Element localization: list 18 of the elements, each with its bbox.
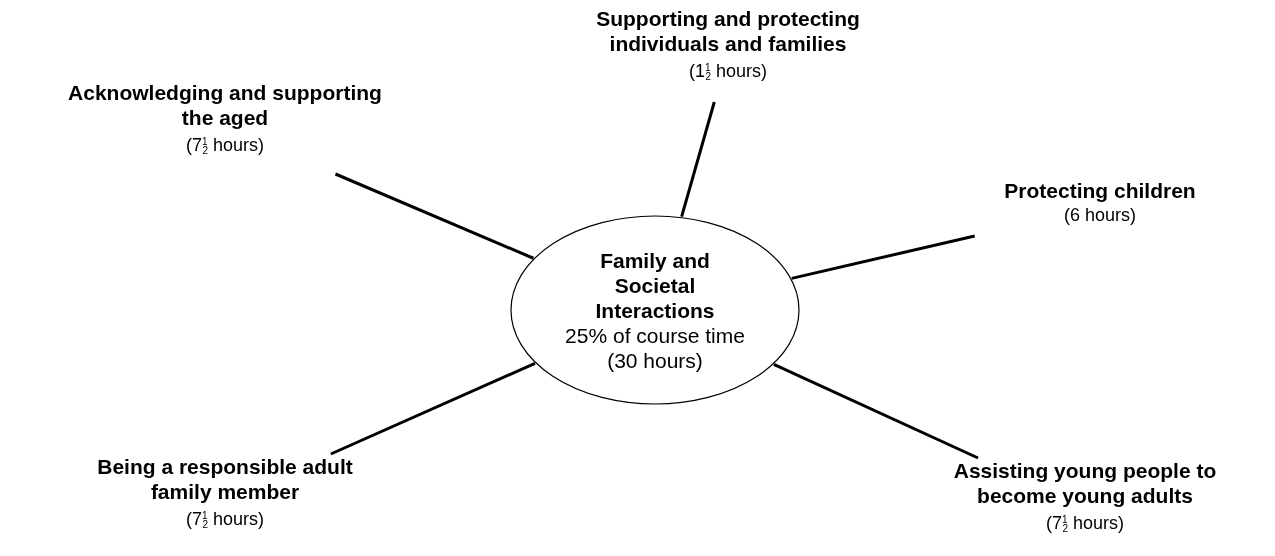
time-allocation: (7$^{1}$$_{2}$ hours) [1045, 512, 1125, 536]
connector-line [334, 172, 534, 260]
topic-title: Family and Societal Interactions [594, 247, 716, 323]
time-allocation: (7$^{1}$$_{2}$ hours) [185, 134, 265, 158]
topic-title: Acknowledging and supporting the aged [67, 80, 383, 130]
topic-ellipse [510, 215, 800, 405]
time-allocation: 25% of course time (30 hours) [564, 322, 746, 373]
time-allocation: (7$^{1}$$_{2}$ hours) [185, 508, 265, 532]
connector-line [330, 361, 536, 456]
topic-title: Being a responsible adult family member [96, 454, 354, 504]
connector-line [773, 363, 979, 460]
time-allocation: (6 hours) [1064, 204, 1136, 227]
topic-title: Supporting and protecting individuals and families [595, 6, 861, 56]
connector-line [680, 101, 716, 218]
connector-line [791, 234, 976, 280]
topic-title: Protecting children [1004, 178, 1196, 203]
time-allocation: (1$^{1}$$_{2}$ hours) [688, 60, 768, 84]
topic-title: Assisting young people to become young adults [952, 458, 1218, 508]
